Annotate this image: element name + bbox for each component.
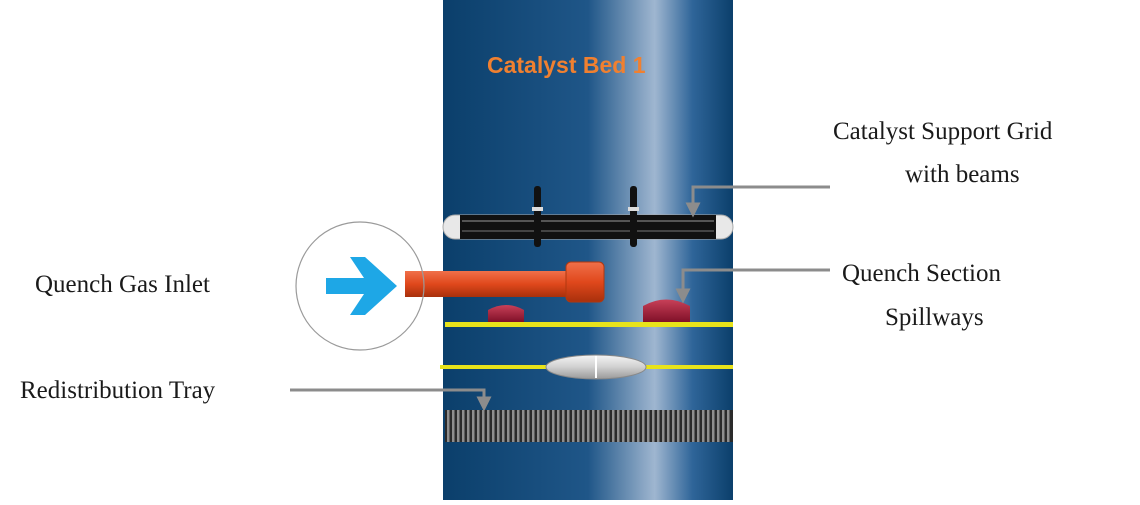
support-grid-label-line2: with beams [905, 161, 1020, 188]
quench-gas-inlet-pipe [405, 261, 605, 303]
support-grid-pointer [685, 185, 830, 218]
redistribution-tray-slats [447, 410, 730, 442]
quench-inlet-callout-circle [295, 221, 425, 351]
spillways-label-line2: Spillways [885, 304, 984, 331]
quench-section-tray [445, 299, 733, 327]
quench-gas-inlet-label: Quench Gas Inlet [35, 271, 210, 298]
redistribution-tray-label: Redistribution Tray [20, 377, 216, 404]
spillway-cap-right [643, 299, 690, 322]
distributor-line [440, 354, 733, 380]
spillway-cap-left [488, 305, 524, 322]
spillways-pointer [675, 268, 830, 304]
support-grid-label: Catalyst Support Grid [833, 118, 1053, 145]
redistribution-tray-pointer [290, 388, 492, 412]
quench-inlet-arrow-icon [326, 257, 397, 315]
catalyst-support-grid [442, 186, 734, 247]
spillways-label: Quench Section [842, 260, 1001, 287]
catalyst-bed-title: Catalyst Bed 1 [487, 52, 646, 78]
